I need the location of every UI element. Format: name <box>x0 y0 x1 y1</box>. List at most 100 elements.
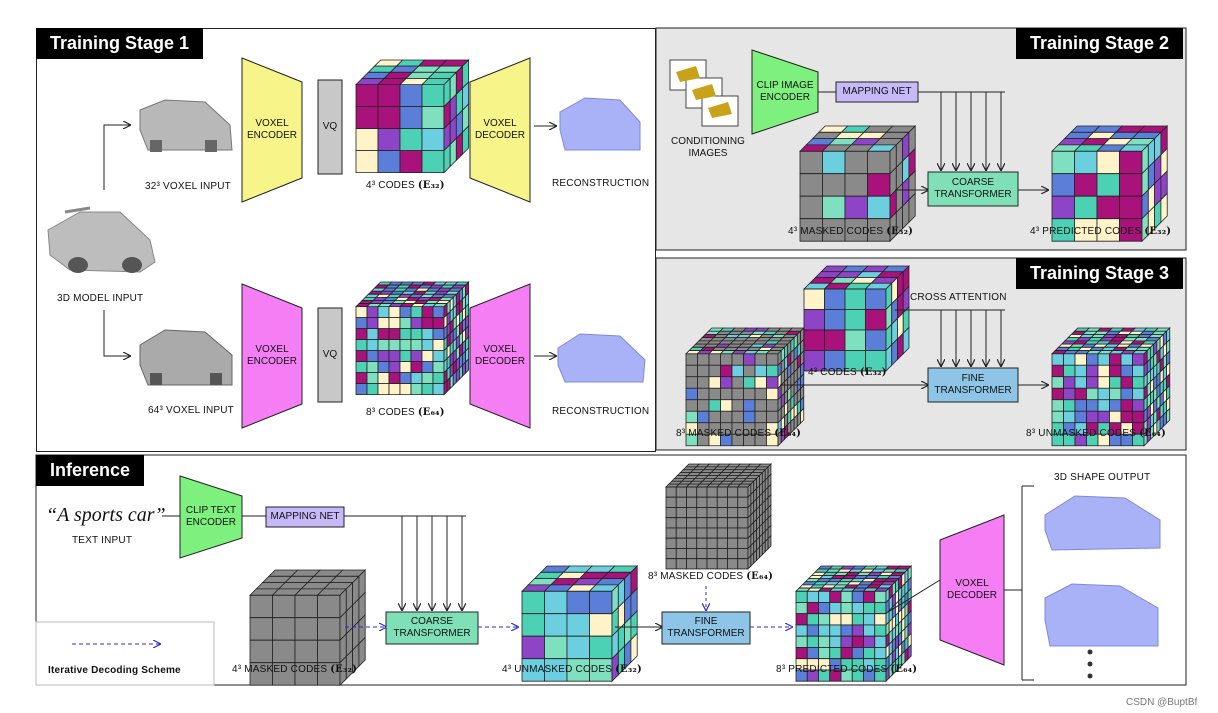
code-cell <box>358 636 366 668</box>
code-cell <box>1086 353 1099 366</box>
code-cell <box>665 507 677 519</box>
code-cell <box>388 317 401 330</box>
code-cell <box>731 376 744 389</box>
cross-attention-arrows <box>941 310 1001 366</box>
code-cell <box>355 372 368 385</box>
code-cell <box>1120 376 1133 389</box>
masked-codes-8-cube-inf <box>665 463 772 570</box>
code-cell <box>421 339 434 352</box>
code-cell <box>452 370 457 387</box>
code-cell <box>686 527 698 539</box>
code-cell <box>355 339 368 352</box>
code-cell <box>1051 376 1064 389</box>
training-stage-2-title: Training Stage 2 <box>1016 28 1184 59</box>
code-cell <box>1086 376 1099 389</box>
code-cell <box>449 373 454 390</box>
code-cell <box>799 173 823 197</box>
code-cell <box>1160 192 1168 224</box>
code-cell <box>1119 150 1143 175</box>
code-cell <box>665 496 677 508</box>
masked-codes-4-cube-inf <box>249 569 367 687</box>
code-cell <box>685 376 698 389</box>
code-cell <box>685 410 698 424</box>
code-cell <box>829 613 842 626</box>
code-cell <box>863 590 876 603</box>
code-cell <box>366 350 379 363</box>
code-cell <box>1096 150 1120 175</box>
code-cell <box>675 496 687 508</box>
code-cell <box>1166 407 1171 425</box>
code-cell <box>1097 364 1110 378</box>
output-car-1 <box>1044 495 1161 551</box>
code-cell <box>421 150 445 174</box>
code-cell <box>566 613 590 637</box>
code-cell <box>737 486 749 498</box>
coarse-transformer-inf-label: COARSE TRANSFORMER <box>393 616 471 639</box>
code-cell <box>795 647 808 660</box>
code-cell <box>806 590 819 603</box>
code-cell <box>686 558 698 570</box>
code-cell <box>750 552 755 568</box>
code-cell <box>844 288 866 310</box>
conditioning-images-icon <box>669 59 739 127</box>
code-cell <box>388 383 401 396</box>
voxel-decoder-bottom-label: VOXEL DECODER <box>474 344 525 367</box>
code-cell <box>399 150 423 174</box>
code-cell <box>697 399 710 412</box>
code-cell <box>822 195 846 220</box>
code-cell <box>697 376 710 389</box>
unmasked-codes-8-s3-label: 8³ UNMASKED CODES (E₆₄) <box>1026 428 1166 439</box>
text-input-label: TEXT INPUT <box>72 535 133 546</box>
code-cell <box>630 632 638 664</box>
code-cell <box>1109 399 1122 412</box>
code-cell <box>904 646 909 664</box>
legend-label: Iterative Decoding Scheme <box>48 665 181 676</box>
code-cell <box>388 339 401 352</box>
code-cell <box>743 387 756 401</box>
vq-block-top <box>317 79 343 175</box>
code-cell <box>766 353 779 366</box>
code-cell <box>720 364 733 378</box>
code-cell <box>458 364 463 381</box>
code-cell <box>410 372 423 385</box>
code-cell <box>806 602 819 615</box>
code-cell <box>377 306 390 319</box>
code-cell <box>851 647 864 660</box>
branch-up-arrow <box>103 125 130 190</box>
code-cell <box>766 376 779 389</box>
code-cell <box>720 387 733 401</box>
voxel-encoder-yellow <box>241 57 303 203</box>
code-cell <box>1132 387 1145 401</box>
code-cell <box>840 590 853 603</box>
code-cell <box>743 353 756 366</box>
code-cell <box>697 353 710 366</box>
code-cell <box>685 364 698 378</box>
code-cell <box>355 306 368 319</box>
code-cell <box>399 350 412 363</box>
code-cell <box>737 496 749 508</box>
voxel-decoder-top-label: VOXEL DECODER <box>474 118 525 141</box>
code-cell <box>377 128 401 152</box>
code-cell <box>1074 195 1098 220</box>
code-cell <box>272 594 296 619</box>
code-cell <box>902 326 910 355</box>
code-cell <box>824 309 846 331</box>
code-cell <box>716 496 728 508</box>
code-cell <box>1109 364 1122 378</box>
inference-title: Inference <box>36 455 145 486</box>
code-cell <box>366 317 379 330</box>
code-cell <box>759 543 763 559</box>
code-cell <box>696 558 708 570</box>
code-cell <box>818 602 831 615</box>
code-cell <box>803 288 825 310</box>
code-cell <box>696 517 708 529</box>
code-cell <box>829 624 842 637</box>
code-cell <box>675 548 687 560</box>
code-cell <box>874 647 887 660</box>
code-cell <box>753 549 758 565</box>
code-cell <box>706 548 718 560</box>
code-cell <box>249 617 273 641</box>
voxel-encoder-top-label: VOXEL ENCODER <box>246 118 297 141</box>
code-cell <box>708 364 721 378</box>
code-cell <box>743 410 756 424</box>
